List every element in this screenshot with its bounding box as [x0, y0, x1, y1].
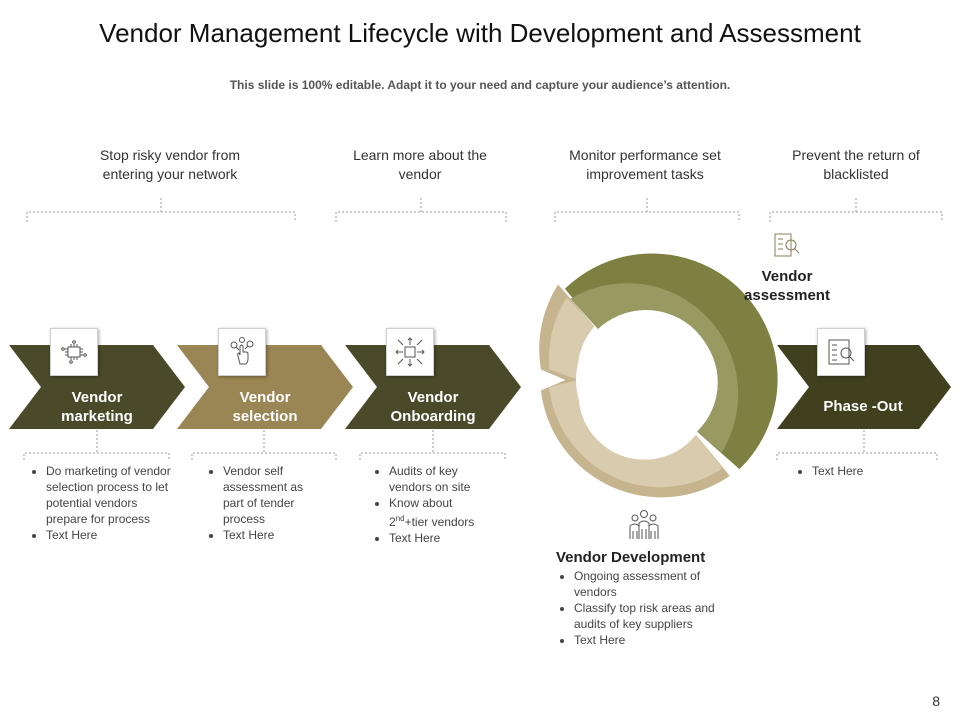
chev-line: Vendor: [239, 389, 291, 406]
top-text-line: blacklisted: [823, 166, 889, 182]
bracket-top-3: [554, 198, 740, 222]
hand-pointer-icon: [218, 328, 266, 376]
top-text-line: vendor: [398, 166, 442, 182]
bullets-phase-out: Text Here: [794, 463, 924, 479]
top-text-learn-more: Learn more about the vendor: [320, 146, 520, 184]
list-item-text: Know about: [389, 496, 453, 510]
list-item: Do marketing of vendor selection process…: [46, 463, 173, 527]
list-item: Ongoing assessment of vendors: [574, 568, 741, 600]
slide-subtitle: This slide is 100% editable. Adapt it to…: [229, 78, 731, 92]
top-text-prevent: Prevent the return of blacklisted: [756, 146, 956, 184]
list-item: Text Here: [812, 463, 924, 479]
label-vendor-onboarding: Vendor Onboarding: [371, 388, 495, 426]
bracket-bottom-1: [23, 430, 170, 460]
ring-segment-olive-inner: [570, 283, 739, 453]
slide-title: Vendor Management Lifecycle with Develop…: [99, 18, 861, 48]
chev-line: selection: [232, 408, 298, 425]
chev-line: Vendor: [71, 389, 123, 406]
chev-line: Phase -Out: [823, 398, 903, 415]
bracket-bottom-2: [191, 430, 337, 460]
chev-line: marketing: [61, 408, 133, 425]
list-item: Text Here: [46, 527, 173, 543]
tier-text: +tier vendors: [404, 515, 475, 529]
page-number: 8: [932, 693, 940, 709]
list-item: Text Here: [223, 527, 315, 543]
tier-superscript: nd: [395, 514, 405, 523]
top-text-line: Prevent the return of: [792, 147, 920, 163]
top-brackets: [26, 198, 943, 222]
chev-line: Onboarding: [390, 408, 476, 425]
checklist-magnifier-icon: [817, 328, 865, 376]
bullets-vendor-development: Ongoing assessment of vendors Classify t…: [556, 568, 741, 648]
top-text-line: Stop risky vendor from: [99, 147, 241, 163]
bracket-top-4: [769, 198, 943, 222]
vendor-development-heading: Vendor Development: [556, 549, 706, 566]
list-item: Know about 2nd+tier vendors: [389, 495, 501, 530]
top-text-line: entering your network: [102, 166, 238, 182]
assessment-line: Vendor: [761, 268, 813, 285]
top-text-line: improvement tasks: [586, 166, 704, 182]
expand-arrows-icon: [386, 328, 434, 376]
vendor-assessment-label: Vendor assessment: [727, 267, 847, 305]
ring-center: [576, 310, 716, 450]
bracket-top-2: [335, 198, 507, 222]
list-item: Classify top risk areas and audits of ke…: [574, 600, 741, 632]
ring-segment-beige-inner: [549, 297, 723, 488]
top-text-stop-risky: Stop risky vendor from entering your net…: [70, 146, 270, 184]
lifecycle-ring: [539, 253, 778, 498]
top-text-line: Learn more about the: [353, 147, 487, 163]
bullets-vendor-selection: Vendor self assessment as part of tender…: [205, 463, 315, 543]
list-item: Text Here: [574, 632, 741, 648]
bracket-bottom-4: [776, 430, 938, 460]
top-text-monitor: Monitor performance set improvement task…: [545, 146, 745, 184]
bracket-top-1: [26, 198, 296, 222]
list-item: Text Here: [389, 530, 501, 546]
list-item: Audits of key vendors on site: [389, 463, 501, 495]
label-vendor-selection: Vendor selection: [203, 388, 327, 426]
assessment-line: assessment: [744, 287, 830, 304]
top-text-line: Monitor performance set: [569, 147, 721, 163]
checklist-magnifier-icon: [771, 230, 803, 262]
bullets-vendor-onboarding: Audits of key vendors on site Know about…: [371, 463, 501, 546]
circuit-icon: [50, 328, 98, 376]
chev-line: Vendor: [407, 389, 459, 406]
team-people-icon: [626, 507, 662, 543]
bottom-brackets: [23, 430, 938, 460]
list-item: Vendor self assessment as part of tender…: [223, 463, 315, 527]
label-phase-out: Phase -Out: [801, 397, 925, 416]
tier-number: 2: [389, 515, 396, 529]
label-vendor-marketing: Vendor marketing: [35, 388, 159, 426]
bracket-bottom-3: [359, 430, 506, 460]
bullets-vendor-marketing: Do marketing of vendor selection process…: [28, 463, 173, 543]
